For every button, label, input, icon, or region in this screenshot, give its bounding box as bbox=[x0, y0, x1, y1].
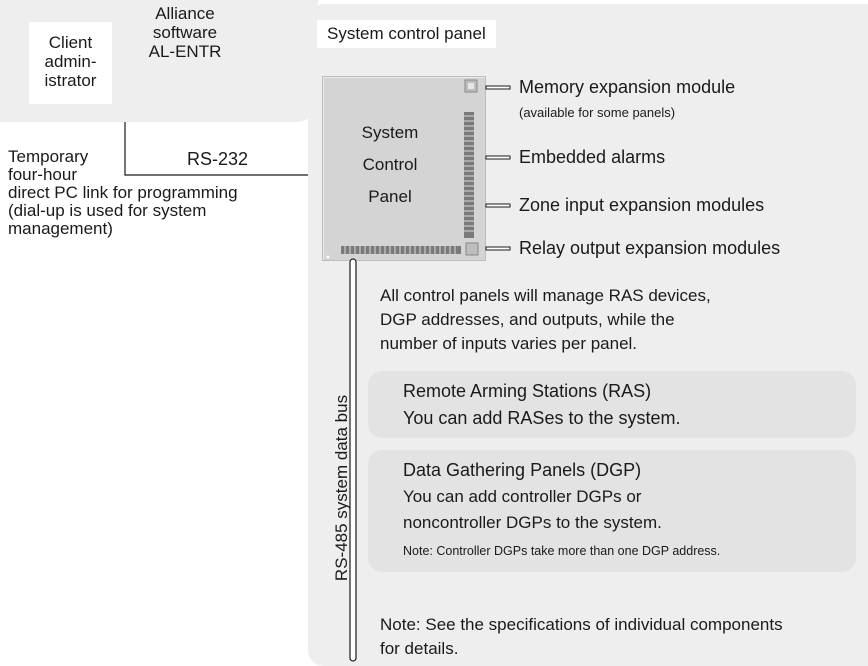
control-panel-device bbox=[322, 76, 486, 261]
zone-input-label: Zone input expansion modules bbox=[519, 195, 765, 215]
relay-output-label: Relay output expansion modules bbox=[519, 238, 781, 258]
ras-title: Remote Arming Stations (RAS) bbox=[403, 381, 652, 401]
manage-description: All control panels will manage RAS devic… bbox=[380, 286, 711, 353]
rs232-label: RS-232 bbox=[187, 149, 249, 169]
control-panel-label: System Control Panel bbox=[361, 123, 419, 206]
dgp-note: Note: Controller DGPs take more than one… bbox=[403, 544, 721, 558]
ras-description: You can add RASes to the system. bbox=[403, 408, 681, 428]
ras-box bbox=[368, 371, 856, 438]
memory-expansion-label: Memory expansion module bbox=[519, 77, 736, 97]
memory-expansion-sublabel: (available for some panels) bbox=[519, 105, 676, 120]
dgp-title: Data Gathering Panels (DGP) bbox=[403, 460, 642, 480]
client-admin-label: Client admin- istrator bbox=[44, 33, 97, 90]
dgp-box bbox=[368, 450, 856, 572]
embedded-alarms-label: Embedded alarms bbox=[519, 147, 666, 167]
client-admin-box bbox=[29, 22, 112, 104]
footer-note: Note: See the specifications of individu… bbox=[380, 615, 783, 658]
dgp-description: You can add controller DGPs or noncontro… bbox=[403, 487, 662, 532]
alliance-software-label: Alliance software AL-ENTR bbox=[148, 4, 222, 61]
rs485-bus-label: RS-485 system data bus bbox=[332, 394, 351, 582]
system-control-panel-title: System control panel bbox=[317, 20, 496, 48]
temporary-link-label: Temporary four-hour direct PC link for p… bbox=[8, 147, 238, 238]
